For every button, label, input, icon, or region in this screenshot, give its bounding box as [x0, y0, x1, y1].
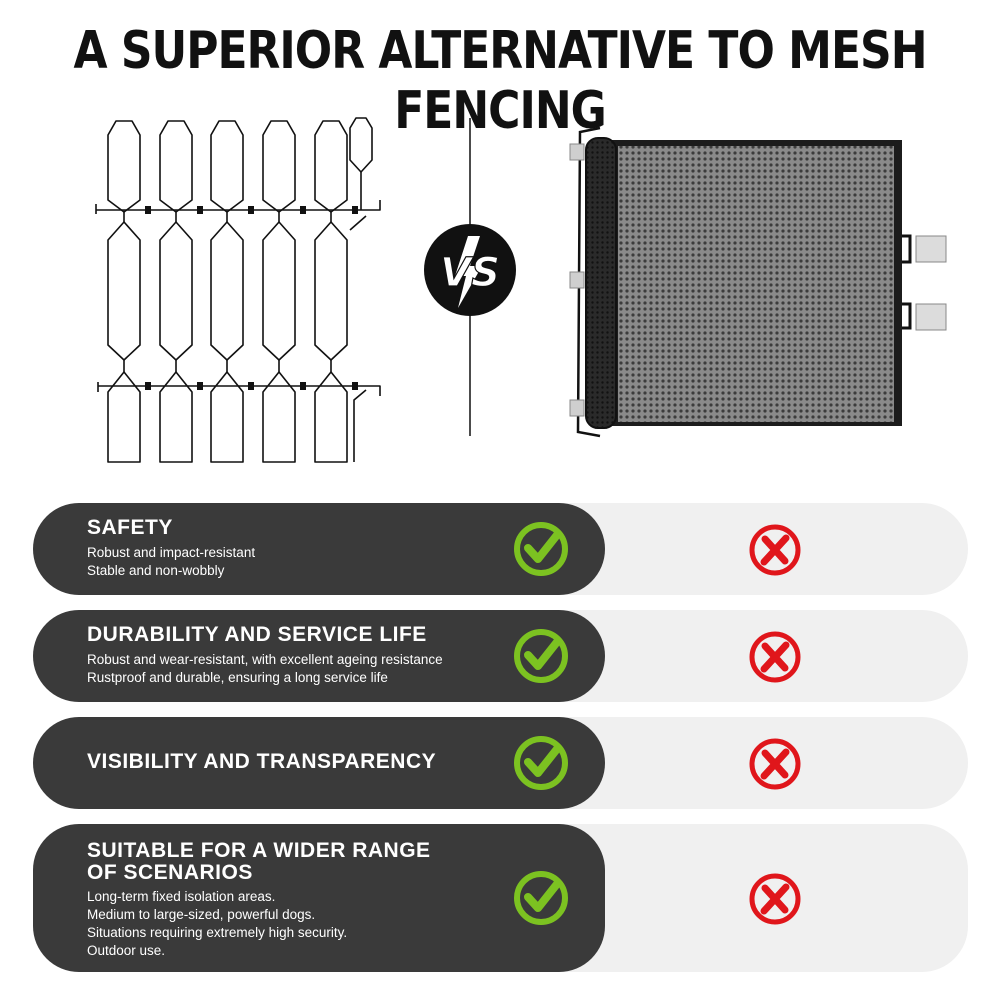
- description-line: Stable and non-wobbly: [87, 563, 225, 578]
- gate-panel: [33, 503, 605, 595]
- x-circle-icon: [749, 738, 801, 790]
- description-line: Rustproof and durable, ensuring a long s…: [87, 670, 388, 685]
- title-line: SUITABLE FOR A WIDER RANGE: [87, 839, 431, 862]
- row-description: Robust and impact-resistant Stable and n…: [87, 544, 255, 580]
- x-circle-icon: [749, 524, 801, 576]
- vs-badge: VS: [424, 224, 516, 316]
- row-title: SUITABLE FOR A WIDER RANGE OF SCENARIOS: [87, 840, 431, 884]
- x-circle-icon: [749, 873, 801, 925]
- comparison-illustration: VS: [95, 117, 947, 463]
- page-headline: A SUPERIOR ALTERNATIVE TO MESH FENCING: [73, 20, 927, 142]
- x-circle-icon: [749, 631, 801, 683]
- row-title: VISIBILITY AND TRANSPARENCY: [87, 750, 437, 773]
- description-line: Long-term fixed isolation areas.: [87, 889, 276, 904]
- description-line: Robust and wear-resistant, with excellen…: [87, 652, 443, 667]
- gate-panel: [33, 610, 605, 702]
- comparison-row-visibility: VISIBILITY AND TRANSPARENCY: [33, 717, 968, 809]
- description-line: Outdoor use.: [87, 943, 166, 958]
- title-line: OF SCENARIOS: [87, 861, 253, 884]
- check-circle-icon: [514, 522, 568, 576]
- comparison-row-durability: DURABILITY AND SERVICE LIFE Robust and w…: [33, 610, 968, 702]
- vs-label: VS: [440, 250, 500, 296]
- check-circle-icon: [514, 629, 568, 683]
- check-circle-icon: [514, 871, 568, 925]
- retractable-gate-illustration: [569, 126, 947, 438]
- description-line: Medium to large-sized, powerful dogs.: [87, 907, 316, 922]
- row-description: Robust and wear-resistant, with excellen…: [87, 651, 443, 687]
- row-title: SAFETY: [87, 516, 173, 539]
- mesh-fence-illustration: [95, 117, 381, 463]
- check-circle-icon: [514, 736, 568, 790]
- gate-panel: [33, 717, 605, 809]
- description-line: Situations requiring extremely high secu…: [87, 925, 348, 940]
- comparison-row-safety: SAFETY Robust and impact-resistant Stabl…: [33, 503, 968, 595]
- row-title: DURABILITY AND SERVICE LIFE: [87, 623, 427, 646]
- comparison-row-scenarios: SUITABLE FOR A WIDER RANGE OF SCENARIOS …: [33, 824, 968, 972]
- description-line: Robust and impact-resistant: [87, 545, 256, 560]
- row-description: Long-term fixed isolation areas. Medium …: [87, 888, 347, 960]
- gate-panel: [33, 824, 605, 972]
